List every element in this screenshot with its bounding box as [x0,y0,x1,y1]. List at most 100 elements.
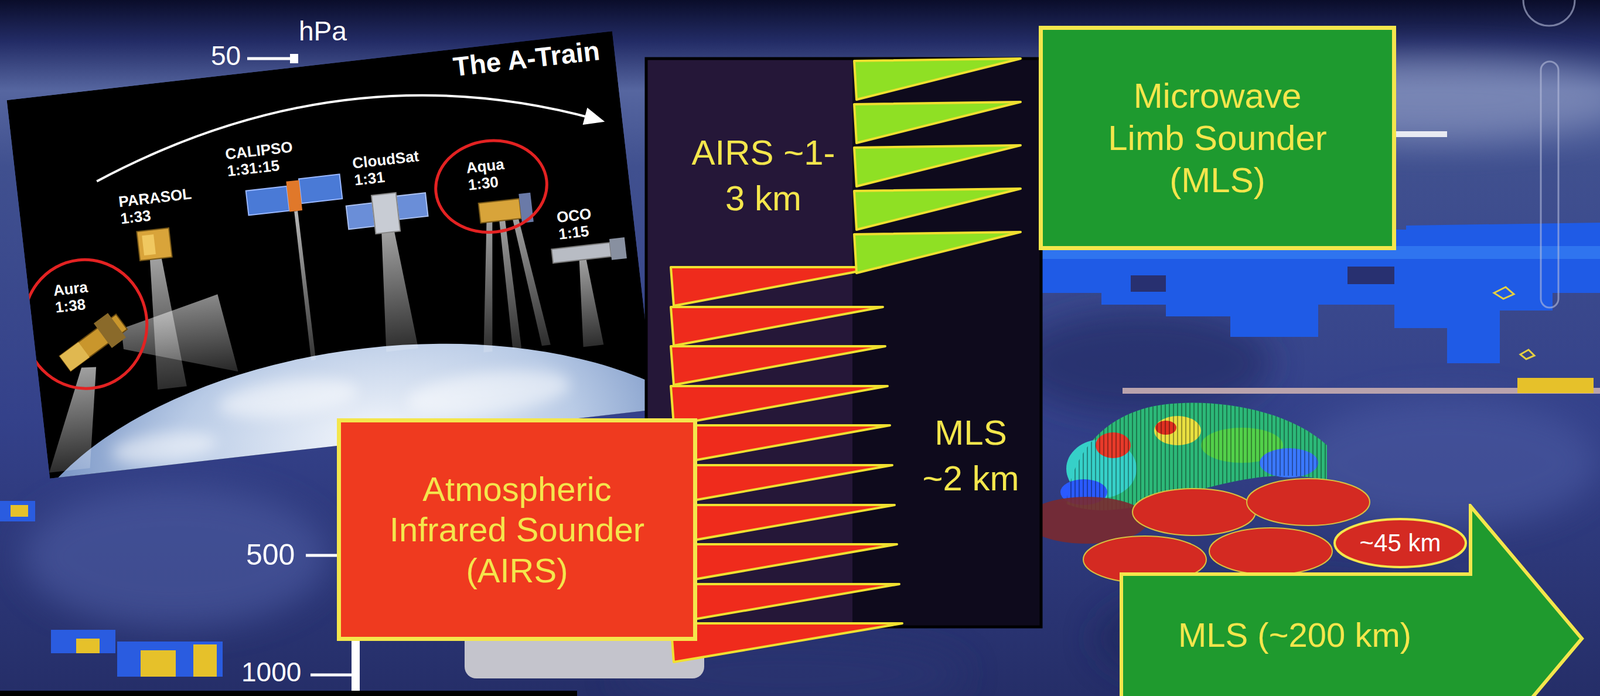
mls-levels [854,58,1021,274]
footprint-shape [1334,519,1466,568]
cloud [110,427,219,469]
calipso-panel [246,186,290,216]
airs-level-triangle [670,465,893,504]
satellite-label-area: Aura 1:38 [52,278,91,316]
airs-level-triangle [670,584,900,623]
a-train-panel-text-area: The A-Train [451,35,602,83]
mls-level-triangle [854,101,1021,143]
mls-level-triangle [854,58,1021,100]
calipso-panel [298,174,343,204]
airs-level-triangle [670,623,903,663]
airs-level-triangle [670,306,883,346]
airs-level-triangle [670,346,886,385]
axis-value-area: 50 [210,41,241,71]
cloud [216,372,361,424]
sensor-beam [469,221,508,353]
axis-unit: hPa [298,16,347,47]
satellite-label: CloudSat 1:31 [351,147,422,189]
compass [1523,0,1575,26]
sensor-beam [294,210,316,361]
swath-arrow-label: MLS (~200 km) [1178,615,1412,655]
axis-value: 500 [246,538,295,572]
airs-footprint [1246,478,1370,526]
resolution-panel-text-area: AIRS ~1-3 km [675,130,852,222]
cloud [404,363,572,423]
axis-unit-area: hPa [298,16,347,47]
resolution-panel-right [852,58,1042,627]
airs-footprint [1132,488,1256,536]
bottom-bar [0,690,578,696]
oco-panel [609,237,627,261]
satellite-label: Aura 1:38 [52,278,91,316]
cloudsat-panel [396,192,428,220]
highlight-circle [430,134,552,239]
airs-footprint [1209,527,1333,575]
aqua-satellite [478,198,522,224]
oco-satellite [551,242,612,264]
orbit-arrow [90,72,597,182]
satellite-body [59,342,90,372]
satellite-label-area: CloudSat 1:31 [351,147,422,189]
instrument-box: Atmospheric Infrared Sounder (AIRS) [336,418,698,641]
light-patch [23,486,329,627]
sensor-beam [38,366,108,473]
instrument-box-label: Atmospheric Infrared Sounder (AIRS) [370,468,664,592]
curtain-gap [1347,266,1395,285]
axis-tick [310,673,352,677]
axis-tick [290,53,299,64]
mls-level-triangle [854,188,1021,230]
parasol-satellite [141,234,156,256]
axis-value: 1000 [241,657,302,688]
airs-levels [670,267,903,663]
cloud-fragment [10,505,29,517]
orbit-arrowhead [580,106,605,125]
resolution-label: MLS ~2 km [912,410,1030,502]
airs-level-triangle [670,425,890,465]
instrument-box-label: Microwave Limb Sounder (MLS) [1100,74,1335,202]
cloud-fragment [140,650,176,677]
satellite-label-area: PARASOL 1:33 [117,185,194,227]
placemark [1493,287,1514,299]
axis-tick [247,57,291,61]
airs-level-triangle [670,386,888,425]
panel-title: The A-Train [451,35,602,83]
surface-cloud [1517,377,1594,394]
arrow-shape [1121,506,1582,696]
highlight-circle [16,253,155,395]
cloud-fragment [0,500,36,522]
satellite-panel [93,312,126,349]
cloud-fragment [50,629,116,654]
satellite-label: Aqua 1:30 [465,155,507,194]
a-train-panel: The A-TrainAura 1:38 PARASOL 1:33 CALIPSO … [7,31,656,479]
axis-value: 50 [210,41,241,71]
cloud-fragment [193,644,217,677]
sensor-beam [573,258,605,347]
satellite-label-area: CALIPSO 1:31:15 [224,138,296,180]
satellite-label: OCO 1:15 [555,205,595,243]
a-train-clip [7,31,656,479]
instrument-box-text-area: Microwave Limb Sounder (MLS) [1042,29,1393,247]
airs-level-triangle [670,267,881,306]
resolution-panel-text-area: MLS ~2 km [900,410,1042,502]
airs-level-triangle [670,505,895,544]
cloud-fragment [117,641,223,677]
calipso-body [285,179,303,212]
airs-level-triangle [670,544,897,583]
cloudsat-panel [346,202,375,230]
aura-satellite [56,309,131,376]
sensor-beam [142,257,187,390]
mls-level-triangle [854,232,1021,274]
sensor-beam [512,216,551,348]
arrow-outline [1119,503,1588,696]
resolution-panel: AIRS ~1-3 km MLS ~2 km [646,58,1042,627]
instrument-box-text-area: Atmospheric Infrared Sounder (AIRS) [340,422,694,637]
satellite-label: PARASOL 1:33 [117,185,194,227]
swath-arrow: MLS (~200 km) [1119,503,1588,696]
satellite-label-area: OCO 1:15 [555,205,595,243]
mls-level-triangle [854,145,1021,187]
satellite-label-area: Aqua 1:30 [465,155,507,194]
swath-arrow-text-area: MLS (~200 km) [1119,574,1471,696]
white-streak [1394,131,1448,138]
sensor-beam [372,230,419,352]
